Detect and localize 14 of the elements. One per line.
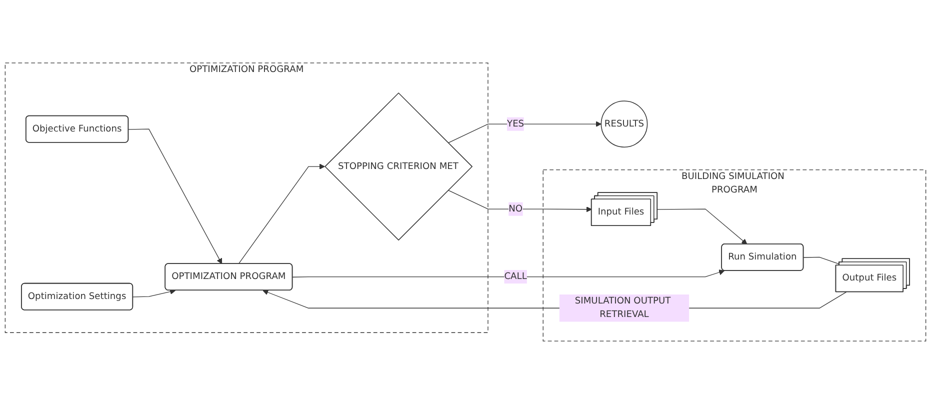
arrow: [238, 164, 325, 264]
arrow: [132, 288, 176, 298]
arrow: [448, 121, 602, 144]
connector: [803, 256, 840, 264]
edge-label: CALL: [504, 271, 527, 282]
edge-label: SIMULATION OUTPUT RETRIEVAL: [574, 296, 671, 320]
arrow: [128, 128, 222, 264]
node-circle: RESULTS: [600, 100, 648, 148]
arrow: [657, 208, 748, 244]
edge-label: YES: [507, 118, 524, 129]
arrow: [448, 190, 592, 212]
edge-label: NO: [508, 204, 523, 214]
node-diamond: STOPPING CRITERION MET: [324, 92, 473, 241]
arrow: [292, 270, 725, 278]
